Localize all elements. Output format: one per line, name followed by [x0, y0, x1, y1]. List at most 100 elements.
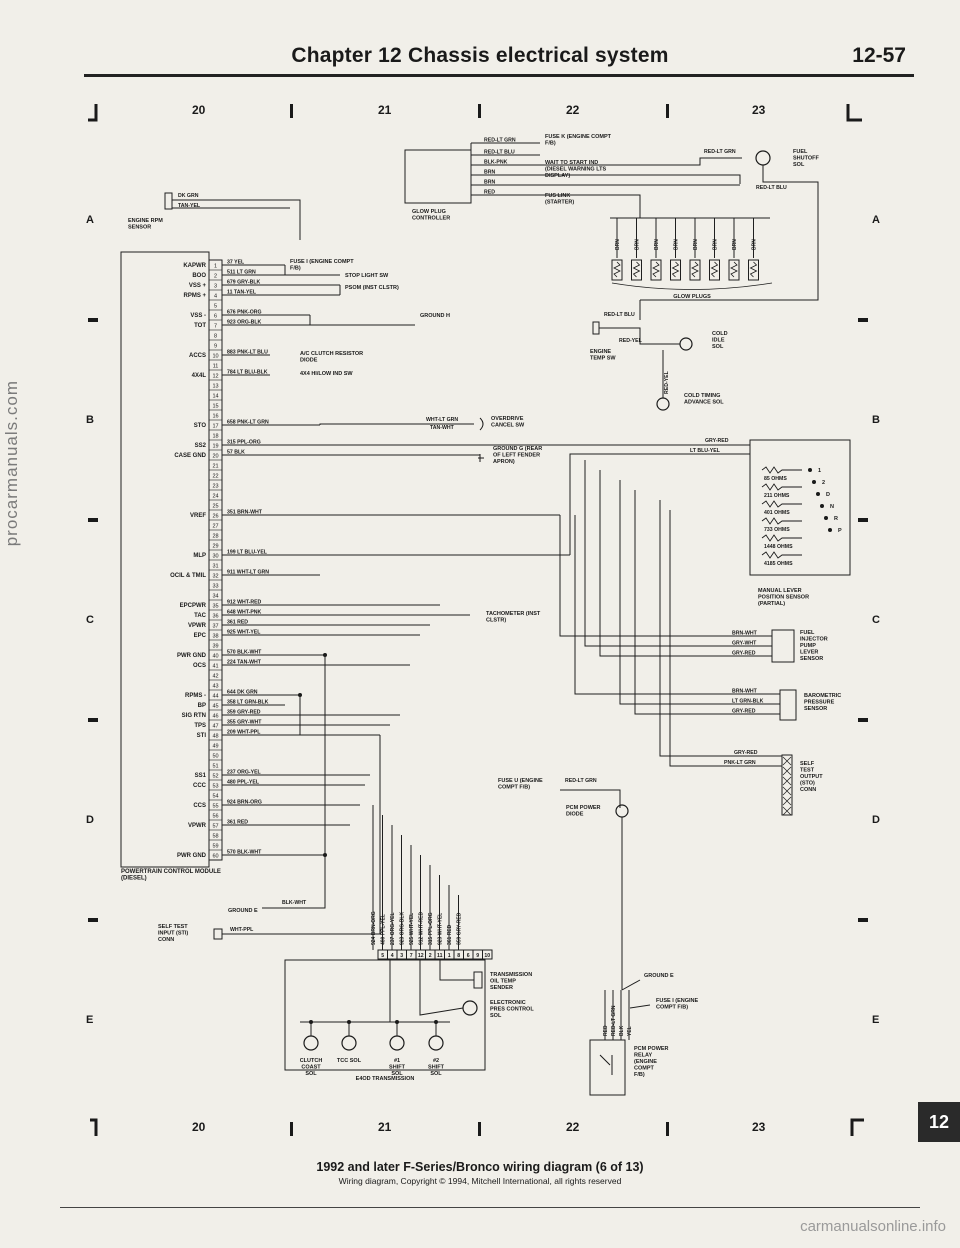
- pcm-pin-number: 15: [212, 404, 218, 410]
- cold-idle-label: IDLE: [712, 338, 725, 344]
- pcm-signal-label: SS2: [195, 443, 207, 449]
- glow-plug-coil: [730, 261, 738, 278]
- transmission-vertical-wire-label: 359 GRY-RED: [457, 912, 463, 945]
- overdrive-label: OVERDRIVE: [491, 416, 524, 422]
- pcm-wire-label: 912 WHT-RED: [227, 600, 262, 606]
- pcm-signal-label: PWR GND: [177, 653, 207, 659]
- shift-solenoid-symbol: [303, 1035, 319, 1051]
- transmission-vertical-wire-label: 923 WHT-YEL: [438, 913, 444, 945]
- pcm-pin-number: 37: [212, 624, 218, 630]
- engine-temp-sw-label: ENGINE: [590, 349, 611, 355]
- fuse-u-label: FUSE U (ENGINE: [498, 778, 543, 784]
- pcm-signal-label: KAPWR: [183, 263, 206, 269]
- pcm-power-diode-symbol: [615, 804, 629, 818]
- shift-solenoid-symbol: [428, 1035, 444, 1051]
- row-tick-left: [88, 318, 98, 322]
- pcm-pin-number: 43: [212, 684, 218, 690]
- pcm-module-title: (DIESEL): [121, 876, 147, 882]
- pcm-pin-number: 40: [212, 654, 218, 660]
- pcm-callout-label: F/B): [290, 266, 301, 272]
- glow-plug-controller-callout: (DIESEL WARNING LTS: [545, 167, 607, 173]
- pcm-wire-label: 237 ORG-YEL: [227, 770, 262, 776]
- pcm-pin-number: 33: [212, 584, 218, 590]
- pcm-power-relay-label: F/B): [634, 1072, 645, 1078]
- wire: [172, 199, 301, 240]
- glow-plug-coil: [652, 261, 660, 278]
- pcm-wire-label: 358 LT GRN-BLK: [227, 700, 269, 706]
- wire: [439, 960, 474, 981]
- grid-tick-mark: [478, 1122, 481, 1136]
- manual-lever-resistor: [761, 551, 802, 559]
- self-test-output-pin: [782, 766, 792, 776]
- pcm-pin-number: 18: [212, 434, 218, 440]
- transmission-connector-pin-number: 5: [381, 953, 384, 959]
- pcm-pin-number: 22: [212, 474, 218, 480]
- grid-col-bottom-22: 22: [566, 1120, 580, 1134]
- corner-mark-top-right: [846, 104, 862, 122]
- glow-plug-controller-wire-label: RED-LT BLU: [484, 150, 515, 156]
- shift-solenoid-label: SOL: [305, 1071, 317, 1077]
- fuel-injector-sensor-wire-label: GRY-RED: [732, 651, 756, 657]
- wire: [599, 327, 680, 345]
- shift-solenoid-label: CLUTCH: [300, 1058, 323, 1064]
- cold-idle-label: SOL: [712, 344, 724, 350]
- pcm-signal-label: VPWR: [188, 623, 207, 629]
- pcm-pin-number: 6: [214, 314, 217, 320]
- pcm-signal-label: STI: [197, 733, 207, 739]
- self-test-input-connector: [213, 928, 223, 940]
- ground-e-label: GROUND E: [228, 908, 258, 914]
- glow-plug-symbol: [650, 259, 662, 281]
- manual-lever-sensor-box: [749, 439, 851, 576]
- transmission-vertical-wire-label: 480 PPL-YEL: [381, 914, 387, 945]
- pcm-pin-number: 30: [212, 554, 218, 560]
- pcm-power-relay-label: (ENGINE: [634, 1059, 657, 1065]
- grid-tick-mark: [666, 104, 669, 118]
- bus-wire: [634, 490, 680, 715]
- glow-plug-coil: [749, 261, 758, 278]
- pcm-wire-label: 925 WHT-YEL: [227, 630, 261, 636]
- pcm-power-relay-box: [589, 1039, 626, 1096]
- pcm-pin-number: 50: [212, 754, 218, 760]
- transmission-connector-pin-number: 11: [437, 953, 443, 959]
- barometric-sensor-label: BAROMETRIC: [804, 693, 841, 699]
- splice-dot: [434, 1020, 438, 1024]
- glow-plug-controller-wire-label: RED-LT GRN: [484, 138, 516, 144]
- manual-lever-resistor: [761, 466, 802, 474]
- pcm-pin-number: 35: [212, 604, 218, 610]
- pcm-signal-label: OCS: [193, 663, 206, 669]
- ground-g-label: GROUND G (REAR: [493, 446, 542, 452]
- fuel-injector-sensor-label: FUEL: [800, 630, 815, 636]
- pcm-pin-number: 10: [212, 354, 218, 360]
- pcm-signal-label: BP: [198, 703, 206, 709]
- pcm-pin-number: 21: [212, 464, 218, 470]
- pcm-wire-label: 570 BLK-WHT: [227, 850, 262, 856]
- pcm-pin-number: 55: [212, 804, 218, 810]
- corner-mark-top-left: [88, 104, 98, 122]
- pcm-signal-label: SIG RTN: [182, 713, 206, 719]
- grid-tick-mark: [478, 104, 481, 118]
- pcm-power-relay-wire-label: BLK: [619, 1025, 625, 1036]
- shift-solenoid-label: TCC SOL: [337, 1058, 362, 1064]
- bus-wire: [619, 480, 680, 705]
- pcm-callout-label: TACHOMETER (INST: [486, 611, 541, 617]
- transmission-connector-pin-number: 3: [400, 953, 403, 959]
- pcm-pin-number: 3: [214, 284, 217, 290]
- row-tick-left: [88, 518, 98, 522]
- chapter-tab[interactable]: 12: [918, 1102, 960, 1142]
- shift-solenoid-label: SHIFT: [389, 1065, 406, 1071]
- pres-control-sol-label: SOL: [490, 1013, 502, 1019]
- glow-plug-controller-callout: WAIT TO START IND: [545, 160, 598, 166]
- engine-rpm-sensor-wire: TAN-YEL: [178, 203, 201, 209]
- pcm-pin-number: 54: [212, 794, 218, 800]
- grid-row-right-e: E: [872, 1014, 880, 1026]
- pcm-pin-number: 39: [212, 644, 218, 650]
- bus-wire: [659, 500, 680, 757]
- ground-e-wire-label: BLK-WHT: [282, 900, 307, 906]
- pcm-pin-number: 52: [212, 774, 218, 780]
- transmission-vertical-wire-label: 315 PPL-ORG: [428, 912, 434, 945]
- grid-col-top-21: 21: [378, 103, 392, 117]
- pcm-signal-label: EPCPWR: [180, 603, 207, 609]
- pcm-power-relay-callout: FUSE I (ENGINE: [656, 998, 699, 1004]
- pcm-pin-number: 31: [212, 564, 218, 570]
